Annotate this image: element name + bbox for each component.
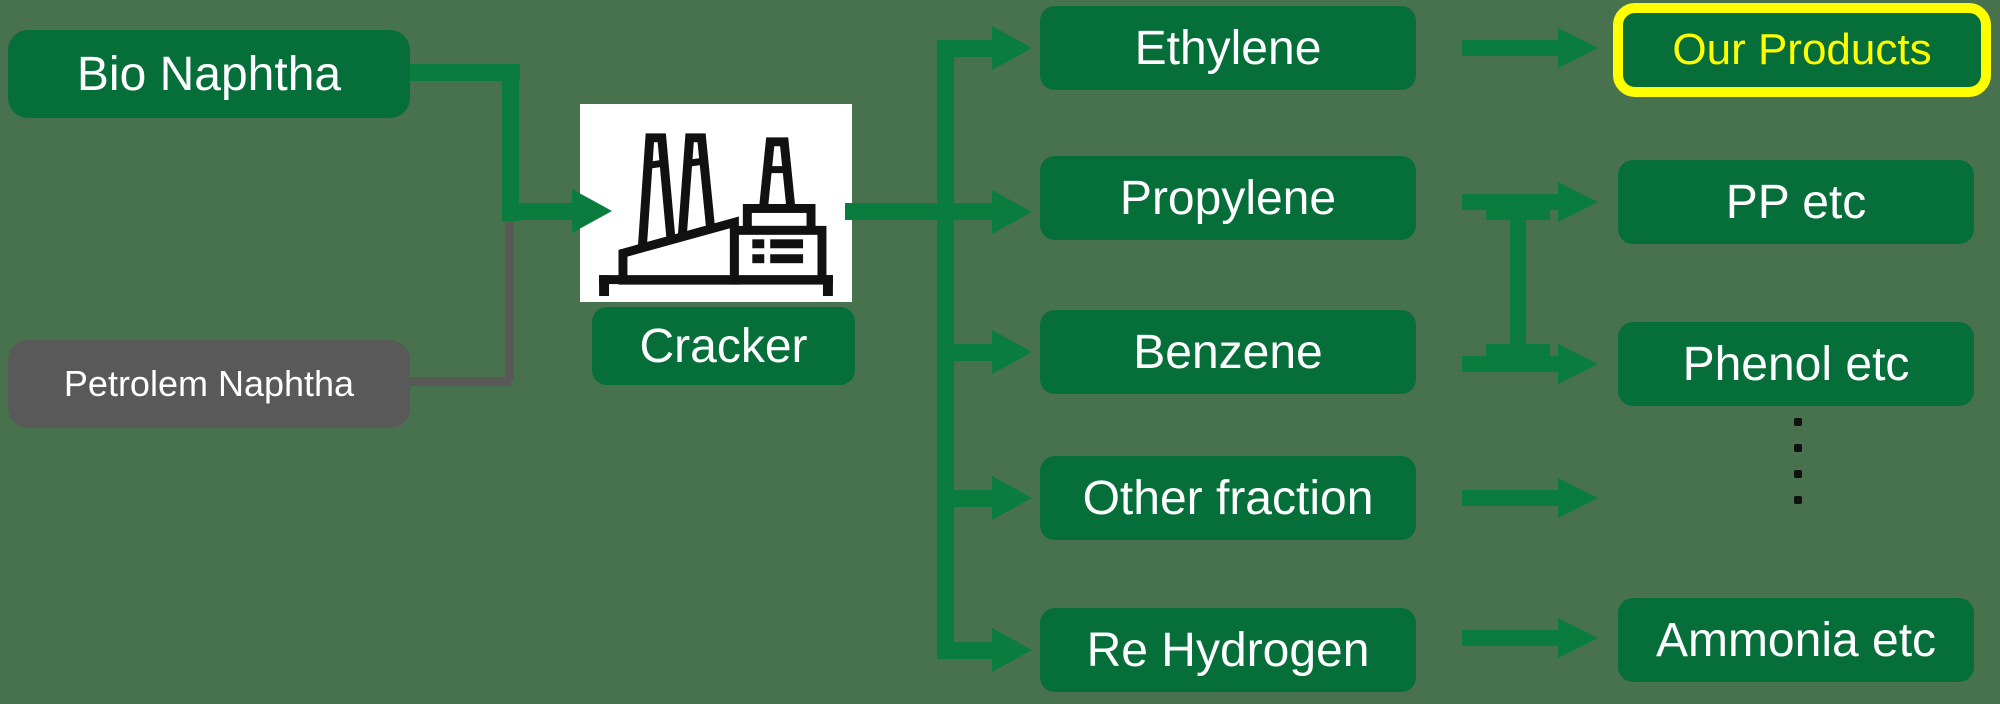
pp-phenol-link-cap-bottom — [1486, 344, 1550, 360]
shaft-ethylene-to-products — [1462, 40, 1558, 56]
petroleum-naphtha-box: Petrolem Naphtha — [8, 340, 410, 428]
petroleum-naphtha-label: Petrolem Naphtha — [63, 363, 355, 404]
shaft-re-hydrogen-to-ammonia — [1462, 630, 1558, 646]
output-box-ethylene: Ethylene — [1040, 6, 1416, 90]
ellipsis-dot — [1794, 444, 1802, 452]
output-box-re-hydrogen: Re Hydrogen — [1040, 608, 1416, 692]
arrow-to-benzene — [992, 330, 1032, 374]
product-box-phenol: Phenol etc — [1618, 322, 1974, 406]
output-box-benzene: Benzene — [1040, 310, 1416, 394]
pp-phenol-link-cap-top — [1486, 204, 1550, 220]
bio-connector-vertical — [502, 64, 519, 221]
ellipsis-dot — [1794, 496, 1802, 504]
arrow-to-ethylene — [992, 26, 1032, 70]
output-label: Ethylene — [1134, 21, 1322, 75]
cracker-output-line — [845, 203, 992, 220]
cracker-label: Cracker — [639, 319, 808, 373]
output-label: Re Hydrogen — [1086, 623, 1370, 677]
product-label: Phenol etc — [1682, 337, 1910, 391]
bio-naphtha-box: Bio Naphtha — [8, 30, 410, 118]
arrow-to-ammonia — [1558, 618, 1598, 658]
branch-shaft-benzene — [937, 344, 992, 361]
product-box-ammonia: Ammonia etc — [1618, 598, 1974, 682]
output-box-other-fraction: Other fraction — [1040, 456, 1416, 540]
branch-shaft-other-fraction — [937, 490, 992, 507]
our-products-box: Our Products — [1613, 3, 1991, 97]
arrow-to-re-hydrogen — [992, 628, 1032, 672]
bio-connector-horizontal-bottom — [502, 203, 572, 220]
petroleum-connector-horizontal — [408, 377, 511, 386]
our-products-label: Our Products — [1672, 25, 1932, 74]
arrow-other-fraction-out — [1558, 478, 1598, 518]
output-box-propylene: Propylene — [1040, 156, 1416, 240]
product-box-pp: PP etc — [1618, 160, 1974, 244]
arrow-to-our-products — [1558, 28, 1598, 68]
petroleum-connector-vertical — [505, 213, 514, 381]
branch-shaft-ethylene — [937, 40, 992, 57]
output-label: Benzene — [1133, 325, 1323, 379]
arrow-into-cracker — [572, 189, 612, 233]
output-label: Other fraction — [1082, 471, 1374, 525]
branch-shaft-re-hydrogen — [937, 642, 992, 659]
output-label: Propylene — [1119, 171, 1337, 225]
pp-phenol-link-vertical — [1510, 203, 1526, 360]
arrow-to-other-fraction — [992, 476, 1032, 520]
bio-connector-horizontal-top — [408, 64, 520, 81]
ellipsis-dot — [1794, 418, 1802, 426]
product-label: Ammonia etc — [1655, 613, 1937, 667]
shaft-benzene-to-phenol — [1462, 356, 1558, 372]
arrow-to-propylene — [992, 190, 1032, 234]
factory-icon — [599, 133, 833, 297]
shaft-other-fraction-out — [1462, 490, 1558, 506]
arrow-to-phenol — [1558, 344, 1598, 384]
arrow-to-pp — [1558, 182, 1598, 222]
cracker-icon-panel — [580, 104, 852, 302]
product-label: PP etc — [1725, 175, 1867, 229]
bio-naphtha-label: Bio Naphtha — [76, 47, 342, 101]
ellipsis-dot — [1794, 470, 1802, 478]
cracker-box: Cracker — [592, 307, 855, 385]
